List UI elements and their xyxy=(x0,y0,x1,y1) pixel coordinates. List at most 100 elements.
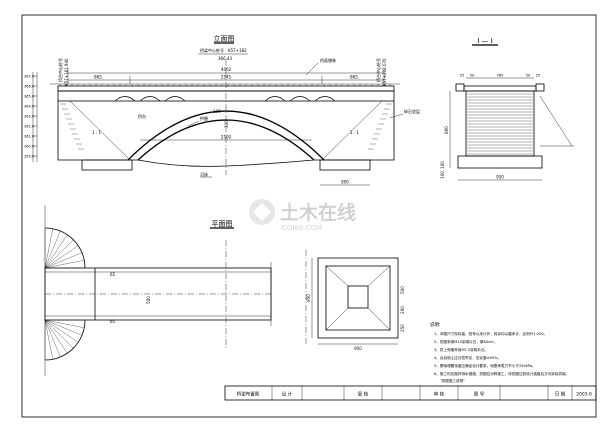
note-3: 3、拱上侧墙采用M7.5浆砌片石。 xyxy=(434,347,488,352)
elevation-tick-label: 365.0 xyxy=(24,95,34,99)
bridge-center-label: 桥梁中心桩号 xyxy=(200,47,224,53)
section-top-dim: 50 xyxy=(470,74,475,78)
total-length-dim: 4002 xyxy=(221,67,232,72)
cone-ray xyxy=(44,319,53,360)
cone-ray xyxy=(44,228,53,269)
foundation-plan: 950 950 500 200 250 xyxy=(305,250,405,351)
ground-hatching xyxy=(60,103,392,150)
elevation-tick-label: 361.0 xyxy=(24,135,34,139)
plan-title: 平面图 xyxy=(212,220,233,228)
section-top-dim: 50 xyxy=(526,74,531,78)
watermark-brand: 土木在线 xyxy=(280,201,356,224)
bridge-center-station: K57+182 xyxy=(228,48,247,53)
spandrel-arch-2 xyxy=(139,96,161,102)
cone-ray xyxy=(44,319,68,354)
section-top-dim: 760 xyxy=(497,74,505,78)
cone-ray xyxy=(44,245,79,269)
elevation-ruler xyxy=(32,72,38,162)
rise-dim: 300 xyxy=(224,120,229,128)
foundation-side-dim-2: 200 xyxy=(400,306,405,314)
foundation-plan-width-dim: 950 xyxy=(354,346,362,351)
design-label: 设 计 xyxy=(282,391,293,398)
left-abutment-label: 桥台中心桩号 xyxy=(57,58,63,82)
section-body-hatching xyxy=(467,93,533,155)
elevation-tick-label: 363.0 xyxy=(24,115,34,119)
pier-label: 桥台 xyxy=(138,113,146,119)
note-7: "拱圈施工说明" xyxy=(440,378,465,383)
right-slope xyxy=(321,100,383,161)
section-bottom-dim-2: 100 xyxy=(440,171,445,179)
right-abutment-label: 桥台中心桩号 xyxy=(375,58,381,82)
span-right-dim: 865 xyxy=(350,75,358,80)
cone-ray xyxy=(44,234,68,269)
cone-ray xyxy=(44,319,83,336)
cone-ray xyxy=(44,239,74,269)
elevation-title: 立面图 xyxy=(214,34,235,43)
spandrel-arch-6 xyxy=(314,96,336,102)
section-top-dim: 25 xyxy=(536,74,541,78)
section-width-dim: 950 xyxy=(496,175,504,180)
watermark-domain: COI88.COM xyxy=(282,224,322,232)
left-foundation xyxy=(81,159,133,171)
spandrel-arch-4 xyxy=(264,96,286,102)
foundation-side-dim-1: 500 xyxy=(400,286,405,294)
left-slope xyxy=(69,100,131,161)
gravel-label: 碎石垫层 xyxy=(404,108,420,114)
section-slope xyxy=(539,95,573,147)
deck-elevation: 366.43 xyxy=(218,56,232,61)
title-block: 桥型布置图 设 计 复 核 审 核 图 号 日 期 2003.6 xyxy=(224,385,597,401)
elevation-view: 立面图 桥梁中心桩号 K57+182 366.43 桥台中心桩号 K57+161… xyxy=(24,34,420,186)
span-center-dim: 2545 xyxy=(221,75,232,80)
gravel-leader xyxy=(389,113,404,119)
foundation-core xyxy=(347,285,369,309)
deck-thickness-dim: 100 xyxy=(213,109,221,114)
arch-label: 拱圈 xyxy=(200,115,208,121)
section-body xyxy=(465,90,535,157)
plan-view: 平面图 500 65 65 xyxy=(44,205,272,376)
date-value: 2003.6 xyxy=(576,392,592,398)
span-bottom-dim: 2500 xyxy=(221,135,232,140)
span-left-dim: 865 xyxy=(94,75,102,80)
elevation-tick-label: 364.0 xyxy=(24,105,34,109)
section-bottom-dim-1: 100 xyxy=(440,161,445,169)
left-slope-ratio: 1 : 1 xyxy=(92,130,101,135)
section-foundation xyxy=(457,155,543,169)
section-height-dim: 800 xyxy=(444,126,449,134)
right-slope-ratio: 1 : 1 xyxy=(350,130,359,135)
cone-slope-rays xyxy=(44,228,85,360)
cone-ray xyxy=(44,260,85,269)
spandrel-arch-1 xyxy=(114,96,136,102)
watermark: 土木在线 COI88.COM xyxy=(249,199,356,232)
sheet-border xyxy=(21,14,597,418)
plan-inner-dim-2: 65 xyxy=(110,319,116,324)
note-5: 5、基础埋置深度应满足设计要求，地基承载力不小于250kPa。 xyxy=(434,363,536,368)
elevation-tick-label: 362.0 xyxy=(24,125,34,129)
cone-ray xyxy=(44,319,79,343)
main-arch-extrados xyxy=(127,110,325,161)
cone-ray xyxy=(44,252,83,269)
note-6: 6、施工时应做好排水措施，拱圈应对称施工，待拱圈达到设计强度后方可拆除拱架。 xyxy=(434,371,569,376)
foundation-width-dim: 800 xyxy=(341,180,349,185)
elevation-tick-label: 359.0 xyxy=(24,155,34,159)
date-label: 日 期 xyxy=(555,392,566,398)
arch-leader xyxy=(187,120,200,127)
notes-block: 说明: 1、本图尺寸除标高、桩号以米计外，其余均以厘米计，比例尺1:200。 2… xyxy=(430,321,569,383)
notes-heading: 说明: xyxy=(430,321,441,328)
plan-inner-dim-1: 65 xyxy=(110,272,116,277)
left-abutment-station: K57+161.940 xyxy=(64,58,69,86)
note-2: 2、拱圈采用M10浆砌片石，厚60cm。 xyxy=(434,339,497,344)
cone-ray xyxy=(44,319,61,358)
note-1: 1、本图尺寸除标高、桩号以米计外，其余均以厘米计，比例尺1:200。 xyxy=(434,331,547,336)
section-left-railing xyxy=(455,83,465,92)
check-label: 复 核 xyxy=(358,391,369,398)
foundation-inner xyxy=(325,265,391,331)
foundation-side-dim-3: 250 xyxy=(400,324,405,332)
watermark-logo-icon xyxy=(249,199,275,225)
river-label: 河床 xyxy=(200,171,208,177)
section-right-railing xyxy=(535,83,545,92)
drawing-name: 桥型布置图 xyxy=(237,391,260,398)
